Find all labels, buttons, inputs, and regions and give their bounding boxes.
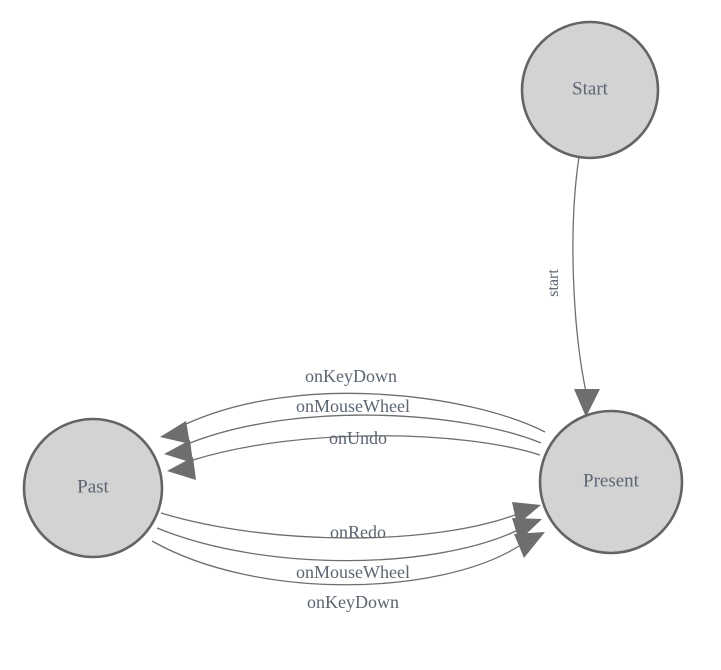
node-past-circle[interactable] [22,417,164,559]
edge-path-start-present [572,156,587,393]
node-present-circle[interactable] [538,409,684,555]
node-present[interactable]: Present [538,409,684,555]
edge-present-to-past-onkeydown[interactable]: onKeyDown [160,366,546,444]
edge-path-present-past-1 [185,392,546,433]
edge-present-to-past-onundo[interactable]: onUndo [167,428,541,480]
edge-label-present-past-onmousewheel: onMouseWheel [296,396,410,416]
edge-label-past-present-onmousewheel: onMouseWheel [296,562,410,582]
node-past-label: Past [77,476,109,497]
arrowhead-present-past-2 [164,440,193,463]
edge-path-present-past-3 [192,435,541,461]
node-start-label: Start [572,78,609,99]
edge-start-to-present[interactable]: start [545,156,600,417]
node-start-circle[interactable] [520,20,660,160]
edge-present-to-past-onmousewheel[interactable]: onMouseWheel [164,396,542,463]
edge-path-past-present-3 [151,540,520,586]
edge-label-past-present-onkeydown: onKeyDown [307,592,399,612]
edge-label-start: start [545,269,562,297]
edge-label-present-past-onundo: onUndo [329,428,387,448]
edge-past-to-present-onmousewheel[interactable]: onMouseWheel [156,518,542,582]
node-present-label: Present [583,470,640,491]
arrowhead-present-past-1 [160,421,190,444]
edge-path-present-past-2 [189,414,542,444]
edge-path-past-present-2 [156,527,517,562]
arrowhead-start-present [574,389,600,417]
edge-path-past-present-1 [160,512,516,539]
edge-past-to-present-onkeydown[interactable]: onKeyDown [151,532,545,612]
arrowhead-present-past-3 [167,457,196,480]
edge-past-to-present-onredo[interactable]: onRedo [160,502,541,542]
edge-label-present-past-onkeydown: onKeyDown [305,366,397,386]
edge-label-past-present-onredo: onRedo [330,522,386,542]
node-past[interactable]: Past [22,417,164,559]
arrowhead-past-present-3 [514,532,545,558]
node-start[interactable]: Start [520,20,660,160]
